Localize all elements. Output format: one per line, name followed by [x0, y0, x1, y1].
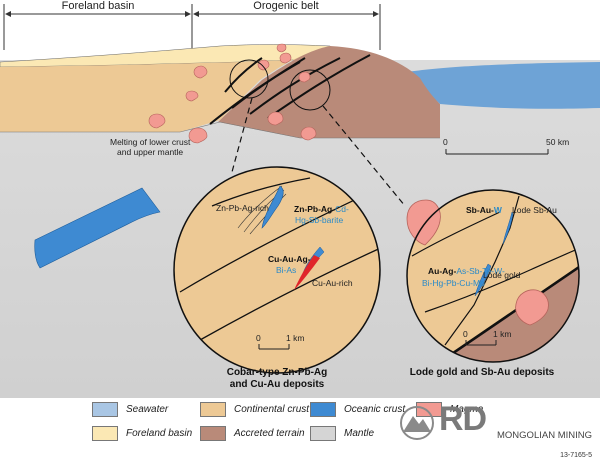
legend-item-continental-crust: Continental crust [200, 400, 309, 418]
legend-item-accreted-terrain: Accreted terrain [200, 424, 305, 442]
legend-swatch [92, 425, 118, 441]
zn-pb-ag-rich-label: Zn-Pb-Ag-rich [216, 203, 269, 213]
brand-rd: RD [439, 400, 487, 438]
section-base [0, 121, 440, 139]
header-brackets [3, 4, 381, 50]
thrust-faults [209, 54, 371, 125]
zn-pb-ag-orebody [261, 185, 284, 229]
section-scale-bar [445, 149, 549, 155]
legend-item-seawater: Seawater [92, 400, 168, 418]
legend-item-mantle: Mantle [310, 424, 374, 442]
left-inset-scale [258, 344, 290, 350]
cu-au-orebody-red [294, 255, 320, 290]
left-inset-caption-line2: and Cu-Au deposits [230, 379, 325, 390]
zoom-line-right [322, 105, 406, 207]
lode-gold-orebody [474, 263, 492, 297]
seawater-right [405, 62, 600, 109]
left-metals-line2: Hg-Sb-barite [295, 215, 343, 225]
cu-au-rich-label: Cu-Au-rich [312, 278, 353, 288]
figure-id: 13-7165-5 [560, 452, 592, 459]
brand-name: MONGOLIAN MINING [497, 430, 593, 441]
legend-label: Continental crust [234, 403, 310, 415]
left-metals-line1: Zn-Pb-Ag-Cd- [294, 204, 349, 214]
left-scale-start: 0 [256, 333, 261, 343]
foreland-basin-layer [0, 44, 346, 68]
legend-swatch [310, 401, 336, 417]
legend-label: Mantle [344, 427, 375, 439]
legend-label: Magma [450, 403, 484, 415]
legend-label: Oceanic crust [344, 403, 406, 415]
lode-sb-au-label: Lode Sb-Au [512, 205, 557, 215]
melting-label-line1: Melting of lower crust [110, 137, 191, 147]
orogenic-belt-header: Orogenic belt [253, 0, 318, 12]
brand-logo: RD MONGOLIAN MINING [395, 400, 595, 444]
header-arrows [5, 11, 379, 17]
left-cu-au-line1: Cu-Au-Ag- [268, 254, 311, 264]
right-sb-au-w-label: Sb-Au-W [466, 205, 503, 215]
zoom-line-left [231, 97, 253, 173]
zoom-circle-right [289, 69, 331, 111]
legend-label: Accreted terrain [234, 427, 305, 439]
mountain-icon [400, 406, 434, 440]
foreland-basin-header: Foreland basin [62, 0, 135, 12]
left-scale-end: 1 km [286, 333, 304, 343]
legend-label: Foreland basin [126, 427, 193, 439]
oceanic-slab [34, 187, 161, 269]
legend-swatch [200, 401, 226, 417]
legend-swatch [310, 425, 336, 441]
lode-gold-label: Lode gold [483, 270, 521, 280]
inset-left [173, 166, 381, 374]
right-scale-end: 1 km [493, 329, 511, 339]
right-inset-caption: Lode gold and Sb-Au deposits [410, 367, 555, 378]
right-metals-line2: Bi-Hg-Pb-Cu-Mo [422, 278, 485, 288]
left-inset-caption-line1: Cobar-type Zn-Pb-Ag [227, 367, 328, 378]
magma-blobs [148, 43, 317, 144]
section-scale-start: 0 [443, 137, 448, 147]
right-inset-scale [465, 340, 497, 346]
sb-au-orebody [502, 211, 514, 245]
legend-label: Seawater [126, 403, 169, 415]
cross-section [0, 43, 600, 207]
legend-swatch [200, 425, 226, 441]
magma-upper [406, 199, 441, 246]
left-cu-au-line2: Bi-As [276, 265, 296, 275]
legend-item-oceanic-crust: Oceanic crust [310, 400, 405, 418]
legend: Seawater Continental crust Oceanic crust… [92, 398, 492, 444]
magma-lower [515, 289, 549, 326]
legend-swatch [416, 401, 442, 417]
right-scale-start: 0 [463, 329, 468, 339]
melting-label-line2: and upper mantle [117, 147, 183, 157]
legend-item-magma: Magma [416, 400, 483, 418]
section-scale-end: 50 km [546, 137, 569, 147]
right-metals-line1: Au-Ag-As-Sb-Te-W- [428, 266, 505, 276]
legend-swatch [92, 401, 118, 417]
zoom-circle-left [229, 59, 269, 99]
legend-item-foreland-basin: Foreland basin [92, 424, 192, 442]
